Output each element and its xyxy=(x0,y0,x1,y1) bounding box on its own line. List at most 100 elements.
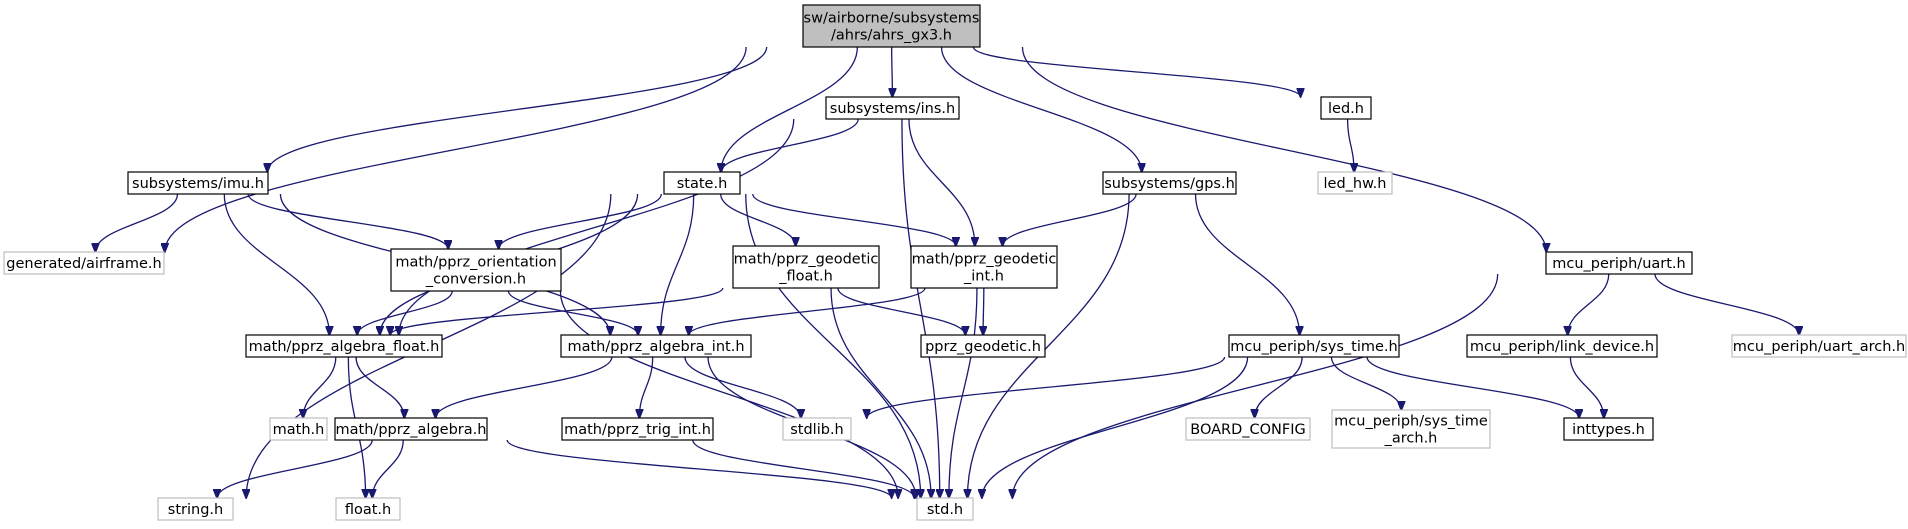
node-state[interactable]: state.h xyxy=(663,171,741,195)
node-label: mcu_periph/uart.h xyxy=(1552,256,1685,272)
edge-line xyxy=(752,193,956,246)
edge-line xyxy=(1346,118,1354,172)
edge-line xyxy=(692,439,914,498)
node-gps[interactable]: subsystems/gps.h xyxy=(1102,171,1237,195)
edge-line xyxy=(721,118,859,172)
node-box xyxy=(1331,409,1491,449)
edge-ahrs_gx3-to-state xyxy=(721,46,859,172)
edge-ahrs_gx3-to-gps xyxy=(940,46,1142,172)
edge-geo_float-to-pprz_geodetic xyxy=(837,287,965,335)
node-label: inttypes.h xyxy=(1572,422,1645,438)
node-box xyxy=(782,417,852,441)
edge-geo_int-to-pprz_geodetic xyxy=(983,287,984,335)
edge-state-to-geo_int xyxy=(752,193,956,246)
edge-link_device-to-inttypes xyxy=(1569,356,1603,418)
edge-line xyxy=(165,46,747,252)
node-led[interactable]: led.h xyxy=(1320,96,1372,120)
node-label: mcu_periph/sys_time xyxy=(1334,414,1488,430)
node-box xyxy=(269,417,328,441)
edge-alg_float-to-alg xyxy=(355,356,404,418)
node-label: mcu_periph/link_device.h xyxy=(1470,339,1654,355)
edge-line xyxy=(830,287,931,498)
node-box xyxy=(910,245,1058,289)
node-label: led_hw.h xyxy=(1324,176,1387,192)
edge-line xyxy=(949,287,978,498)
edge-uart-to-uart_arch xyxy=(1654,273,1799,335)
edge-line xyxy=(399,118,795,335)
node-box xyxy=(390,248,562,292)
edge-line xyxy=(967,193,1130,498)
node-inttypes[interactable]: inttypes.h xyxy=(1563,417,1654,441)
node-imu[interactable]: subsystems/imu.h xyxy=(127,171,269,195)
node-label: stdlib.h xyxy=(790,422,844,438)
node-alg-float[interactable]: math/pprz_algebra_float.h xyxy=(245,334,443,358)
node-ins[interactable]: subsystems/ins.h xyxy=(825,96,960,120)
node-label: float.h xyxy=(345,502,391,518)
edge-geo_int-to-std_h xyxy=(949,287,978,498)
node-ahrs-gx3[interactable]: sw/airborne/subsystems/ahrs/ahrs_gx3.h xyxy=(802,4,981,48)
edge-line xyxy=(901,118,940,498)
node-uart[interactable]: mcu_periph/uart.h xyxy=(1545,251,1693,275)
edge-line xyxy=(689,287,926,335)
edge-state-to-geo_float xyxy=(720,193,796,246)
edge-line xyxy=(720,193,796,246)
edge-gps-to-sys_time xyxy=(1194,193,1300,335)
node-sys-time-arch: mcu_periph/sys_time_arch.h xyxy=(1331,409,1491,449)
node-box xyxy=(1320,96,1372,120)
edge-line xyxy=(355,356,404,418)
node-box xyxy=(802,4,981,48)
node-geo-float[interactable]: math/pprz_geodetic_float.h xyxy=(732,245,880,289)
node-board-config: BOARD_CONFIG xyxy=(1185,417,1311,441)
node-float-h: float.h xyxy=(335,497,401,521)
header-nodes: sw/airborne/subsystems/ahrs/ahrs_gx3.hsu… xyxy=(3,4,1907,521)
edge-state-to-orient xyxy=(499,193,662,249)
node-pprz-geodetic[interactable]: pprz_geodetic.h xyxy=(920,334,1046,358)
edge-line xyxy=(372,439,404,498)
node-box xyxy=(560,334,752,358)
node-label: mcu_periph/uart_arch.h xyxy=(1733,339,1905,355)
edge-ahrs_gx3-to-ins xyxy=(892,46,893,97)
node-box xyxy=(663,171,741,195)
edge-line xyxy=(559,290,898,498)
edge-line xyxy=(499,193,662,249)
node-orient[interactable]: math/pprz_orientation_conversion.h xyxy=(390,248,562,292)
edge-sys_time-to-sys_time_arch xyxy=(1330,356,1401,410)
edge-line xyxy=(303,356,337,418)
node-box xyxy=(245,334,443,358)
node-box xyxy=(1228,334,1400,358)
node-box xyxy=(334,417,488,441)
edge-state-to-alg_int xyxy=(661,193,695,335)
edge-trig_int-to-std_h xyxy=(692,439,914,498)
node-geo-int[interactable]: math/pprz_geodetic_int.h xyxy=(910,245,1058,289)
node-box xyxy=(916,497,974,521)
edge-line xyxy=(837,287,965,335)
edge-gps-to-std_h xyxy=(967,193,1130,498)
edge-line xyxy=(95,193,179,252)
edge-sys_time-to-std_h xyxy=(982,356,1249,498)
edge-sys_time-to-board_config xyxy=(1255,356,1303,418)
edge-geo_float-to-std_h xyxy=(830,287,931,498)
node-label: math/pprz_algebra.h xyxy=(336,422,487,438)
edge-line xyxy=(1255,356,1303,418)
node-link-device[interactable]: mcu_periph/link_device.h xyxy=(1466,334,1658,358)
node-trig-int[interactable]: math/pprz_trig_int.h xyxy=(561,417,714,441)
node-label: math/pprz_geodetic xyxy=(734,252,879,268)
node-sys-time[interactable]: mcu_periph/sys_time.h xyxy=(1228,334,1400,358)
node-alg-int[interactable]: math/pprz_algebra_int.h xyxy=(560,334,752,358)
node-box xyxy=(732,245,880,289)
edge-line xyxy=(357,290,453,335)
node-box xyxy=(157,497,234,521)
edge-line xyxy=(721,46,859,172)
node-label: sw/airborne/subsystems xyxy=(804,11,980,27)
node-alg[interactable]: math/pprz_algebra.h xyxy=(334,417,488,441)
edge-alg_float-to-math_h xyxy=(303,356,337,418)
edge-line xyxy=(247,193,448,249)
node-label: /ahrs/ahrs_gx3.h xyxy=(831,28,952,44)
edge-line xyxy=(223,193,329,335)
node-std-h: std.h xyxy=(916,497,974,521)
edge-sys_time-to-inttypes xyxy=(1366,356,1579,418)
edge-line xyxy=(1654,273,1799,335)
edge-ahrs_gx3-to-airframe xyxy=(165,46,747,252)
edge-line xyxy=(982,356,1249,498)
edge-alg-to-std_h xyxy=(506,439,891,498)
